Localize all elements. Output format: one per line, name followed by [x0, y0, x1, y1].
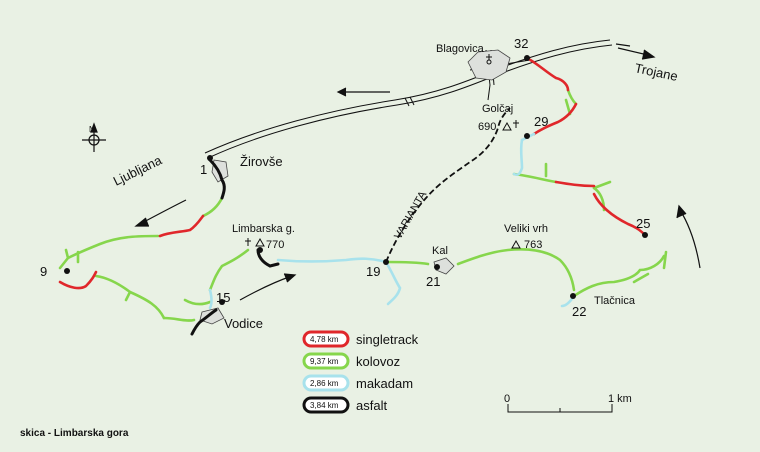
waypoint-15: 15	[216, 290, 230, 305]
legend-asfalt: 3,84 km asfalt	[302, 396, 387, 414]
map-caption: skica - Limbarska gora	[20, 428, 129, 439]
legend-kolovoz: 9,37 km kolovoz	[302, 352, 400, 370]
direction-arrows	[134, 43, 701, 301]
scale-bar	[507, 404, 613, 413]
label-ljubljana: Ljubljana	[111, 152, 165, 189]
waypoint-22: 22	[572, 304, 586, 319]
svg-text:2,86 km: 2,86 km	[310, 379, 339, 388]
highway	[204, 39, 613, 159]
svg-text:9,37 km: 9,37 km	[310, 357, 339, 366]
label-golcaj-alt: 690	[478, 121, 496, 133]
waypoint-25: 25	[636, 216, 650, 231]
svg-text:kolovoz: kolovoz	[356, 354, 400, 369]
label-veliki-vrh-alt: 763	[524, 239, 542, 251]
label-limbarska: Limbarska g.	[232, 223, 295, 235]
label-trojane: Trojane	[633, 60, 679, 84]
compass-north: N	[89, 125, 95, 134]
label-vodice: Vodice	[224, 316, 263, 331]
svg-text:4,78 km: 4,78 km	[310, 335, 339, 344]
waypoint-dots	[64, 55, 648, 305]
label-kal: Kal	[432, 245, 448, 257]
svg-text:singletrack: singletrack	[356, 332, 419, 347]
label-golcaj: Golčaj	[482, 103, 513, 115]
label-zirovse: Žirovše	[240, 154, 283, 169]
svg-text:3,84 km: 3,84 km	[310, 401, 339, 410]
scale-zero: 0	[504, 393, 510, 405]
label-blagovica: Blagovica	[436, 43, 485, 55]
label-varianta: VARIANTA	[392, 189, 429, 242]
blagovica-village	[467, 49, 511, 81]
waypoint-1: 1	[200, 162, 207, 177]
church-icon	[245, 54, 519, 246]
compass-icon	[82, 122, 106, 152]
legend-singletrack: 4,78 km singletrack	[302, 330, 419, 348]
legend: 4,78 km singletrack 9,37 km kolovoz 2,86…	[302, 330, 419, 414]
waypoint-29: 29	[534, 114, 548, 129]
label-tlacnica: Tlačnica	[594, 295, 636, 307]
waypoint-32: 32	[514, 36, 528, 51]
route-varianta	[385, 107, 511, 263]
route-singletrack	[58, 56, 647, 290]
legend-makadam: 2,86 km makadam	[302, 374, 413, 392]
route-kolovoz	[58, 88, 668, 322]
vodice-village	[199, 307, 225, 325]
label-veliki-vrh: Veliki vrh	[504, 223, 548, 235]
waypoint-21: 21	[426, 274, 440, 289]
svg-text:asfalt: asfalt	[356, 398, 387, 413]
waypoint-9: 9	[40, 264, 47, 279]
svg-text:makadam: makadam	[356, 376, 413, 391]
summit-triangle-icon	[255, 121, 521, 249]
label-limbarska-alt: 770	[266, 239, 284, 251]
scale-one-km: 1 km	[608, 393, 632, 405]
waypoint-19: 19	[366, 264, 380, 279]
